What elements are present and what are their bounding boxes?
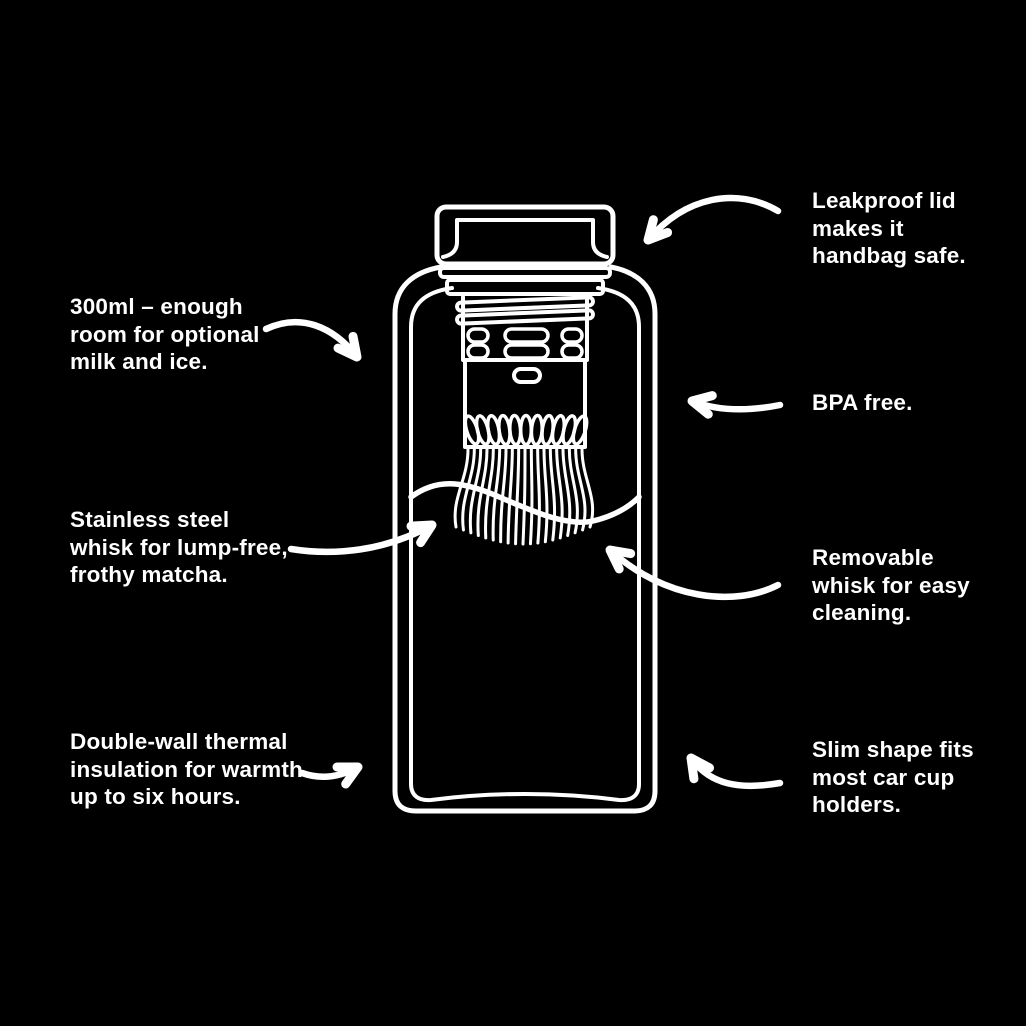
inner-wall [409,286,641,803]
arrow-insulation-head [332,762,363,789]
tine-loop [571,414,589,446]
arrow-capacity-head [333,331,362,362]
tine [499,447,508,544]
tine [461,447,476,532]
arrow-bpa [687,391,784,419]
vent-slot [560,327,584,344]
label-insulation: Double-wall thermal insulation for warmt… [70,729,303,809]
thread-1 [455,295,595,313]
tine [506,447,514,545]
tine [528,447,534,546]
arrow-lid-head [643,215,673,245]
arrow-slim-head [686,753,714,784]
arrow-removable-head [605,545,636,574]
tine [561,447,572,537]
annotation-arrows [262,194,784,790]
tine [514,447,521,546]
bottle-drawing [262,194,784,814]
tine-loop [518,413,534,447]
whisk-handle-slot [512,367,542,384]
lid-outline [434,204,616,267]
tine [536,447,541,545]
label-whisk: Stainless steel whisk for lump-free, fro… [70,507,288,587]
neck-collar [445,278,605,296]
label-removable: Removable whisk for easy cleaning. [812,545,970,625]
arrow-slim [686,753,784,790]
arrow-whisk-body [287,521,436,556]
label-bpa: BPA free. [812,390,913,415]
tine [491,447,502,542]
arrow-whisk-head [406,520,437,548]
tine [555,447,564,540]
arrow-whisk [287,520,437,556]
outer-wall [392,264,658,814]
label-capacity: 300ml – enough room for optional milk an… [70,294,260,374]
lid-inner-panel [441,218,609,259]
whisk-assembly [453,295,595,546]
tine [453,447,470,529]
whisk-head [463,358,587,449]
arrow-lid-body [644,194,782,244]
arrow-capacity-body [262,318,361,361]
whisk-tines [453,447,595,546]
thread-2 [455,308,595,326]
liquid-line [408,481,642,525]
vent-slot [503,343,550,360]
vent-slot [466,343,490,360]
arrow-insulation [298,762,363,789]
arrow-capacity [262,318,362,362]
tine [542,447,549,544]
bottle-body [392,264,658,814]
label-lid: Leakproof lid makes it handbag safe. [812,188,966,268]
arrow-lid [643,194,782,245]
vent-slot [503,327,550,344]
tine [548,447,557,542]
vent-slot [466,327,490,344]
bottle-lid [434,204,616,296]
arrow-bpa-head [687,391,717,419]
label-slim: Slim shape fits most car cup holders. [812,737,974,817]
arrow-removable [605,545,782,601]
lid-rim [438,266,612,279]
vent-slot [560,343,584,360]
arrow-removable-body [606,546,782,601]
tine [521,447,527,546]
